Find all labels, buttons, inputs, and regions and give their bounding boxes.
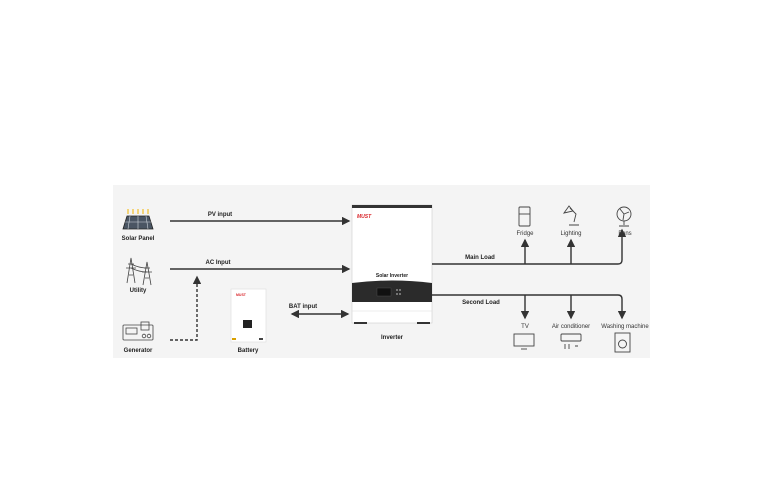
pv-input-label: PV input xyxy=(208,212,232,218)
tv-icon xyxy=(513,333,535,350)
fan-icon xyxy=(616,206,632,227)
inverter-label: Inverter xyxy=(381,335,404,341)
washing-machine-label: Washing machine xyxy=(601,324,649,330)
bat-input-label: BAT input xyxy=(289,304,317,310)
air-conditioner-label: Air conditioner xyxy=(552,324,590,330)
fridge-icon xyxy=(518,206,531,227)
utility-tower-icon xyxy=(126,257,152,286)
generator-label: Generator xyxy=(124,348,153,354)
washing-machine-icon xyxy=(614,332,631,353)
svg-text:MUST: MUST xyxy=(236,293,247,297)
air-conditioner-icon xyxy=(560,333,582,349)
second-load-label: Second Load xyxy=(462,300,500,306)
utility-label: Utility xyxy=(130,288,147,294)
generator-icon xyxy=(122,321,154,341)
ac-input-label: AC Input xyxy=(206,260,231,266)
second-load-line xyxy=(432,294,627,320)
main-load-label: Main Load xyxy=(465,255,495,261)
solar-panel-label: Solar Panel xyxy=(122,236,155,242)
fridge-label: Fridge xyxy=(516,231,534,237)
lighting-label: Lighting xyxy=(560,231,581,237)
battery-icon: MUST xyxy=(230,288,267,343)
solar-panel-icon xyxy=(122,209,154,230)
fans-label: Fans xyxy=(618,231,631,237)
tv-label: TV xyxy=(521,324,529,330)
lamp-icon xyxy=(562,205,579,226)
main-load-line xyxy=(432,228,627,265)
generator-dashed-arrow xyxy=(170,275,202,341)
inverter-icon: MUST Solar Inverter xyxy=(351,204,433,324)
inverter-product-text: Solar Inverter xyxy=(376,273,408,279)
inverter-brand: MUST xyxy=(357,214,372,220)
battery-label: Battery xyxy=(238,348,259,354)
